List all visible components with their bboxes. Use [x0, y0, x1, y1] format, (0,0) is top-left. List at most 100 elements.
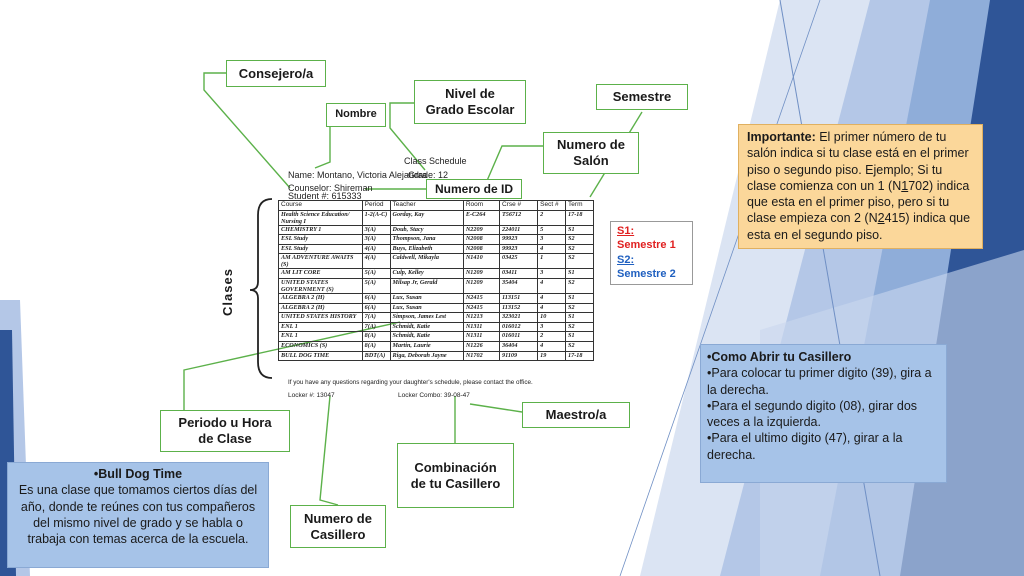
table-cell: S2: [565, 340, 594, 352]
maestro-callout: Maestro/a: [522, 402, 630, 428]
table-cell: 4: [537, 292, 567, 304]
table-cell: 36404: [498, 340, 539, 352]
table-cell: N1209: [462, 277, 500, 294]
table-header: Room: [462, 200, 500, 211]
table-header: Teacher: [389, 200, 464, 211]
table-cell: 35404: [498, 277, 539, 294]
doc-student-line: Student #: 615333: [288, 191, 362, 201]
table-cell: Gorday, Kay: [389, 209, 464, 226]
importante-text-c: 415) indica que esta en el segundo piso.: [747, 211, 971, 242]
table-header: Period: [361, 200, 391, 211]
table-cell: S1: [565, 224, 594, 236]
table-cell: Schmidt, Katie: [389, 331, 464, 342]
table-cell: S1: [565, 268, 594, 279]
table-cell: 4: [537, 340, 567, 352]
table-header-row: Course Period Teacher Room Crse # Sect #…: [278, 200, 594, 211]
importante-text-b: 702) indica que esta en el primer piso, …: [747, 178, 970, 226]
table-cell: N1410: [462, 253, 500, 270]
table-cell: N2415: [462, 292, 500, 304]
table-cell: 03411: [498, 268, 539, 279]
table-cell: N1311: [462, 321, 500, 333]
table-cell: N1311: [462, 331, 500, 342]
table-cell: Thompson, Jana: [389, 234, 464, 245]
table-cell: S2: [565, 243, 594, 255]
table-cell: 4(A): [361, 253, 391, 270]
importante-text-a: El primer número de tu salón indica si t…: [747, 130, 969, 193]
table-cell: 8(A): [361, 331, 391, 342]
doc-name-line: Name: Montano, Victoria Alejandra: [288, 170, 427, 180]
s1-code: S1:: [617, 225, 635, 237]
table-cell: N2209: [462, 224, 500, 236]
table-cell: N1226: [462, 340, 500, 352]
s2-label: Semestre 2: [617, 267, 676, 280]
table-cell: ALGEBRA 2 (H): [278, 292, 363, 304]
table-cell: 2: [537, 331, 567, 342]
numero-salon-callout: Numero de Salón: [543, 132, 639, 174]
casillero-note: •Como Abrir tu Casillero •Para colocar t…: [700, 344, 947, 483]
table-cell: 99923: [498, 243, 539, 255]
table-cell: Riga, Deborah Jayne: [389, 350, 464, 362]
table-cell: S2: [565, 234, 594, 245]
casillero-title: •Como Abrir tu Casillero: [707, 350, 852, 364]
table-cell: 4(A): [361, 243, 391, 255]
table-cell: S2: [565, 321, 594, 333]
table-cell: 016011: [498, 331, 539, 342]
table-cell: Lux, Susan: [389, 302, 464, 314]
table-cell: ENL 1: [278, 321, 363, 333]
table-cell: N1209: [462, 268, 500, 279]
table-cell: Milsap Jr, Gerald: [389, 277, 464, 294]
s1-label: Semestre 1: [617, 239, 676, 252]
table-cell: Buys, Elizabeth: [389, 243, 464, 255]
table-cell: S1: [565, 312, 594, 323]
table-cell: 91109: [498, 350, 539, 362]
table-cell: 17-18: [565, 209, 594, 226]
table-cell: Culp, Kelley: [389, 268, 464, 279]
table-cell: 323021: [498, 312, 539, 323]
table-cell: ECONOMICS (S): [278, 340, 363, 352]
table-cell: Caldwell, Mikayla: [389, 253, 464, 270]
nombre-callout: Nombre: [326, 103, 386, 127]
table-cell: BULL DOG TIME: [278, 350, 363, 362]
importante-title: Importante:: [747, 130, 816, 144]
table-cell: UNITED STATES GOVERNMENT (S): [278, 277, 363, 294]
table-cell: UNITED STATES HISTORY: [278, 312, 363, 323]
table-cell: 4: [537, 302, 567, 314]
table-cell: 99923: [498, 234, 539, 245]
table-row: AM ADVENTURE AWAITS (S)4(A)Caldwell, Mik…: [278, 253, 594, 270]
table-header: Term: [565, 200, 594, 211]
table-cell: 3: [537, 234, 567, 245]
table-cell: Lux, Susan: [389, 292, 464, 304]
table-cell: 6(A): [361, 302, 391, 314]
table-cell: N1702: [462, 350, 500, 362]
table-cell: 10: [537, 312, 567, 323]
doc-footer: If you have any questions regarding your…: [288, 379, 533, 386]
nivel-callout: Nivel de Grado Escolar: [414, 80, 526, 124]
periodo-callout: Periodo u Hora de Clase: [160, 410, 290, 452]
doc-counselor-line: Counselor: Shireman: [288, 183, 373, 193]
table-cell: ALGEBRA 2 (H): [278, 302, 363, 314]
table-cell: N2008: [462, 234, 500, 245]
table-cell: AM LIT CORE: [278, 268, 363, 279]
table-header: Course: [278, 200, 363, 211]
bulldog-title: •Bull Dog Time: [93, 467, 183, 481]
schedule-table: Course Period Teacher Room Crse # Sect #…: [278, 200, 594, 362]
table-cell: 7(A): [361, 312, 391, 323]
table-cell: 224011: [498, 224, 539, 236]
table-cell: 19: [537, 350, 567, 362]
semestre-legend: S1: Semestre 1 S2: Semestre 2: [610, 221, 693, 285]
table-cell: 2: [537, 209, 567, 226]
table-cell: ESL Study: [278, 243, 363, 255]
doc-locker: Locker #: 13047: [288, 392, 335, 399]
importante-digit1: 1: [901, 178, 909, 193]
table-cell: T56712: [498, 209, 539, 226]
table-cell: 3: [537, 268, 567, 279]
casillero-step3: •Para el ultimo digito (47), girar a la …: [707, 431, 903, 462]
